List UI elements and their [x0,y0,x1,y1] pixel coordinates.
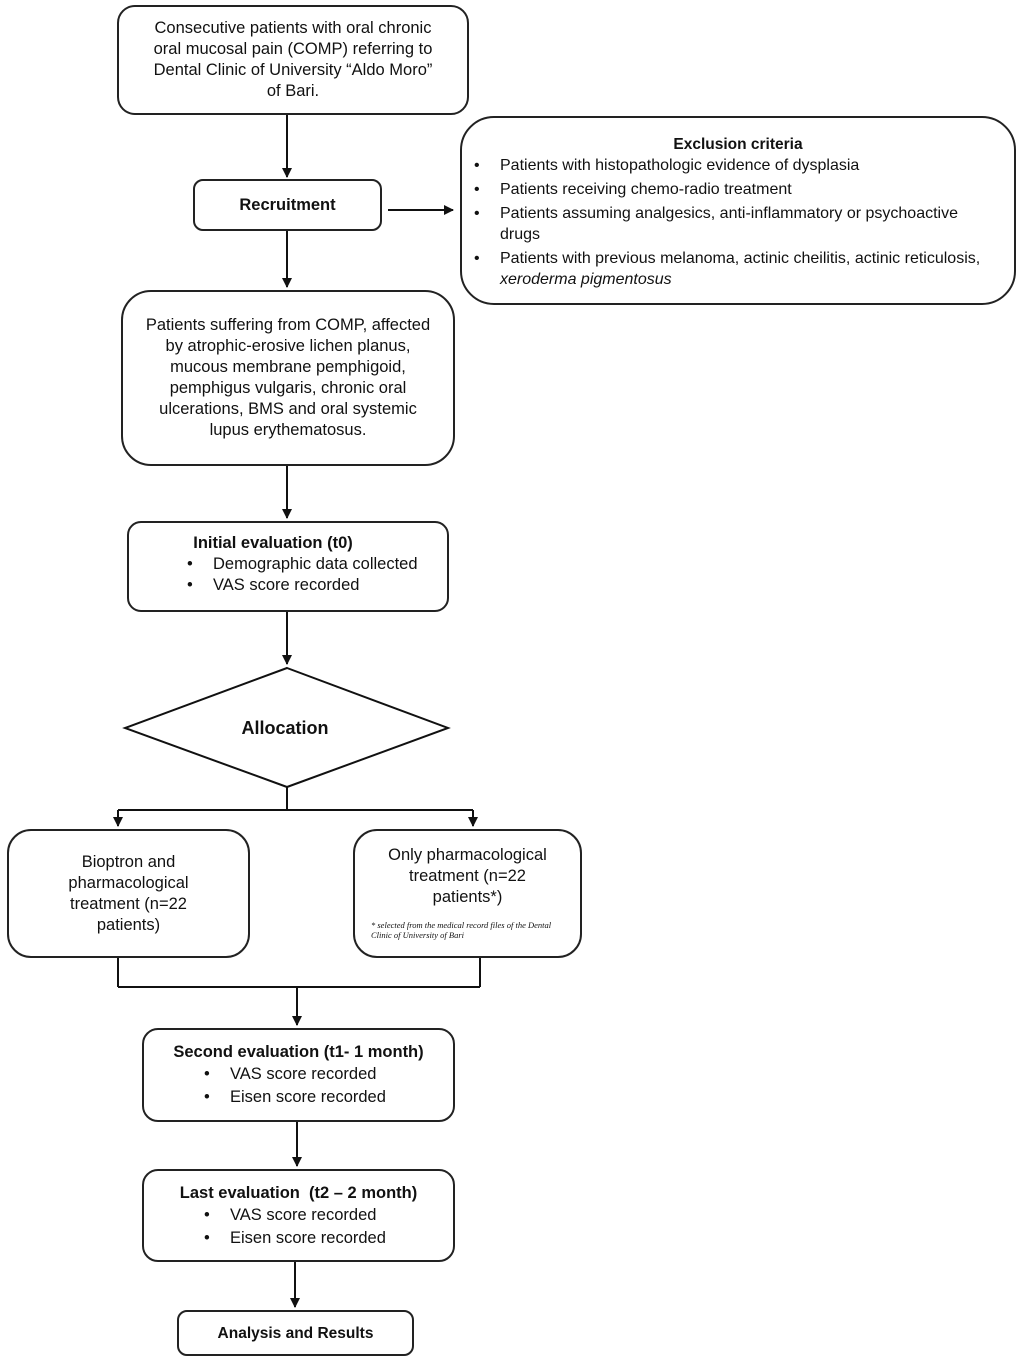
allocation-label-wrap: Allocation [185,713,385,743]
initial-evaluation-title: Initial evaluation (t0) [193,534,353,552]
exclusion-item: Patients assuming analgesics, anti-infla… [474,203,994,245]
exclusion-item: Patients with histopathologic evidence o… [474,155,994,176]
exclusion-list: Patients with histopathologic evidence o… [474,155,994,290]
recruitment-label: Recruitment [239,195,336,214]
exclusion-item: Patients receiving chemo-radio treatment [474,179,994,200]
initial-evaluation-box: Initial evaluation (t0) Demographic data… [127,521,449,612]
initial-evaluation-item: Demographic data collected [187,554,447,575]
pharmacological-group-text: Only pharmacological treatment (n=22 pat… [388,846,547,906]
referral-text: Consecutive patients with oral chronic o… [153,19,433,100]
allocation-diamond [122,666,451,789]
recruitment-box: Recruitment [193,179,382,231]
pharmacological-group-box: Only pharmacological treatment (n=22 pat… [353,829,582,958]
initial-evaluation-list: Demographic data collected VAS score rec… [187,554,447,596]
analysis-results-label: Analysis and Results [217,1324,374,1342]
pharmacological-footnote: * selected from the medical record files… [371,920,552,940]
bioptron-group-text: Bioptron and pharmacological treatment (… [68,852,189,934]
referral-box: Consecutive patients with oral chronic o… [117,5,469,115]
exclusion-title: Exclusion criteria [673,136,803,153]
second-evaluation-item: VAS score recorded [204,1064,453,1085]
diagnosis-text: Patients suffering from COMP, affected b… [145,316,431,439]
allocation-label: Allocation [241,717,329,738]
last-evaluation-title: Last evaluation (t2 – 2 month) [179,1184,418,1202]
second-evaluation-title: Second evaluation (t1- 1 month) [173,1043,424,1061]
initial-evaluation-item: VAS score recorded [187,575,447,596]
analysis-results-box: Analysis and Results [177,1310,414,1356]
bioptron-group-box: Bioptron and pharmacological treatment (… [7,829,250,958]
exclusion-item: Patients with previous melanoma, actinic… [474,248,994,290]
second-evaluation-item: Eisen score recorded [204,1087,453,1108]
exclusion-criteria-box: Exclusion criteria Patients with histopa… [460,116,1016,305]
last-evaluation-box: Last evaluation (t2 – 2 month) VAS score… [142,1169,455,1262]
diagnosis-box: Patients suffering from COMP, affected b… [121,290,455,466]
last-evaluation-item: Eisen score recorded [204,1228,453,1249]
second-evaluation-box: Second evaluation (t1- 1 month) VAS scor… [142,1028,455,1122]
last-evaluation-list: VAS score recorded Eisen score recorded [204,1205,453,1249]
last-evaluation-item: VAS score recorded [204,1205,453,1226]
second-evaluation-list: VAS score recorded Eisen score recorded [204,1064,453,1108]
